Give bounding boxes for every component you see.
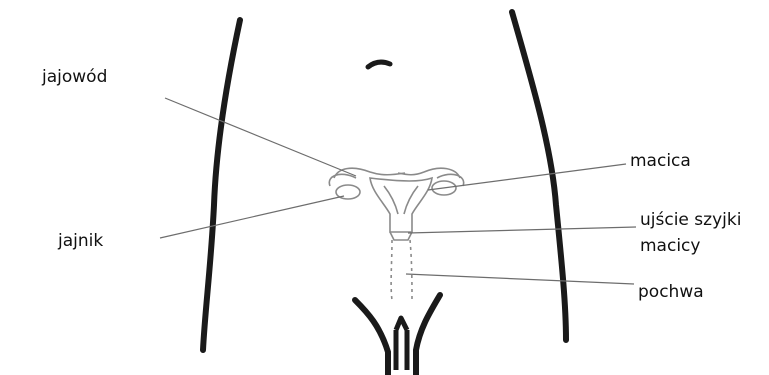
label-cervix-line2: macicy bbox=[640, 233, 741, 259]
label-ovary: jajnik bbox=[58, 230, 103, 252]
leg-right bbox=[416, 295, 440, 375]
body-outline-left bbox=[203, 20, 240, 350]
label-cervix: ujście szyjki macicy bbox=[640, 207, 741, 259]
label-fallopian-tube: jajowód bbox=[42, 66, 107, 88]
leader-vagina bbox=[406, 274, 634, 284]
leader-uterus bbox=[428, 164, 626, 190]
label-vagina: pochwa bbox=[638, 281, 704, 303]
label-cervix-line1: ujście szyjki bbox=[640, 207, 741, 233]
leader-cervix bbox=[408, 227, 636, 233]
navel bbox=[368, 62, 390, 67]
leader-ovary bbox=[160, 196, 344, 238]
crotch bbox=[396, 318, 407, 330]
leg-left bbox=[355, 300, 388, 375]
leader-fallopian-tube bbox=[165, 98, 356, 176]
label-uterus: macica bbox=[630, 150, 691, 172]
leader-lines bbox=[160, 98, 636, 284]
